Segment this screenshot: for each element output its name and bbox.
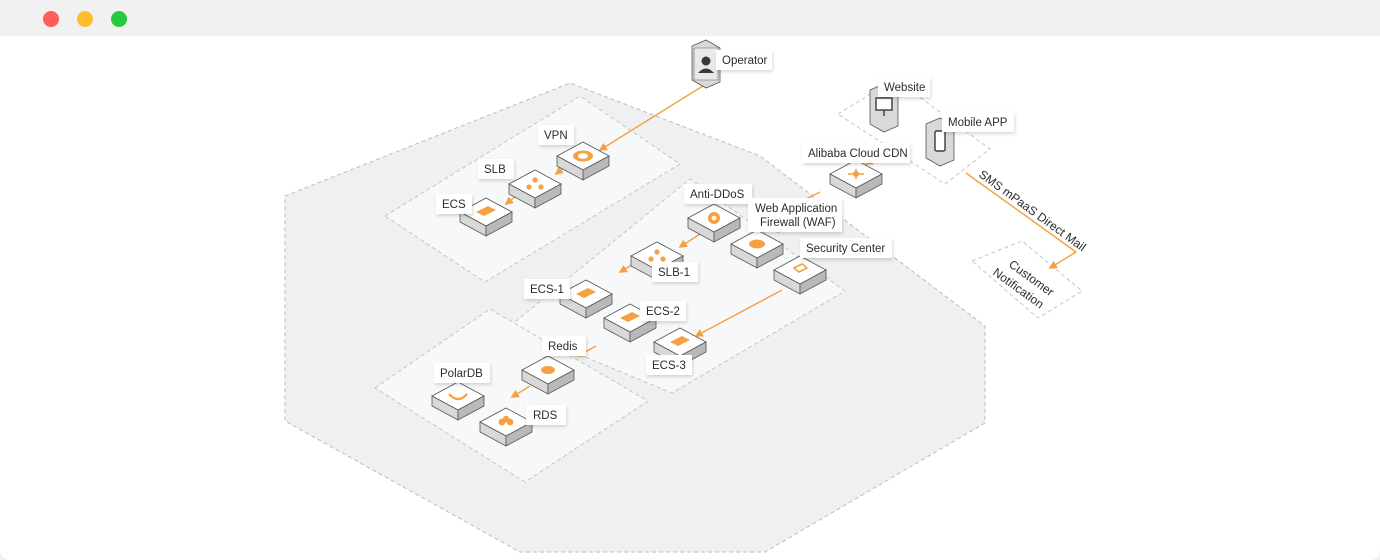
phone-icon [934,130,946,152]
slb1-label: SLB-1 [652,262,698,282]
security-center-label: Security Center [800,238,892,258]
cdn-node[interactable] [829,159,883,199]
anti-ddos-label: Anti-DDoS [684,184,752,204]
redis-to-rds-line [510,385,531,398]
rds-label: RDS [526,405,566,425]
ecs2-label: ECS-2 [640,301,686,321]
notification-channel-label: SMS mPaaS Direct Mail [976,167,1088,254]
website-label: Website [878,77,930,97]
slb-label: SLB [478,159,514,179]
server-icon [476,206,496,216]
mobile-app-label: Mobile APP [942,112,1014,132]
redis-label: Redis [542,336,586,356]
waf-label: Web Application Firewall (WAF) [748,198,842,232]
slb-to-ecs-line [504,195,517,206]
polardb-node[interactable] [431,381,485,421]
labels: Operator Website Mobile APP Alibaba Clou… [434,50,1014,425]
svg-text:VPN: VPN [544,130,568,142]
minimize-button[interactable] [77,11,93,27]
user-icon [698,56,714,73]
polardb-label: PolarDB [434,363,490,383]
anti-ddos-node[interactable] [687,203,741,243]
operator-to-vpn-line [598,83,707,151]
server-icon [620,312,640,322]
svg-text:ECS-2: ECS-2 [646,306,680,318]
slb-node[interactable] [508,169,562,209]
security-icon [792,263,809,273]
nodes [431,39,955,447]
vpn-icon [573,150,593,162]
vpn-node[interactable] [556,141,610,181]
svg-text:Website: Website [884,82,925,94]
close-button[interactable] [43,11,59,27]
network-icon [848,169,864,179]
svg-text:SLB: SLB [484,164,506,176]
load-balancer-icon [526,177,544,190]
mobile-to-notification-line [965,172,1078,269]
database-icon [448,393,468,401]
architecture-diagram: SMS mPaaS Direct Mail Customer Notificat… [284,39,1089,553]
antiddos-to-slb1-line [678,233,701,248]
rds-node[interactable] [479,407,533,447]
svg-text:RDS: RDS [533,410,558,422]
firewall-icon [749,239,765,249]
svg-text:Redis: Redis [548,341,578,353]
svg-text:SLB-1: SLB-1 [658,267,690,279]
ecs1-node[interactable] [559,279,613,319]
svg-text:Mobile APP: Mobile APP [948,117,1008,129]
diagram-canvas: SMS mPaaS Direct Mail Customer Notificat… [0,36,1380,560]
server-icon [670,336,690,346]
svg-text:ECS: ECS [442,199,466,211]
cdn-label: Alibaba Cloud CDN [802,143,910,163]
svg-text:Operator: Operator [722,55,768,67]
svg-text:Alibaba Cloud CDN: Alibaba Cloud CDN [808,148,908,160]
svg-text:ECS-3: ECS-3 [652,360,686,372]
svg-text:PolarDB: PolarDB [440,368,483,380]
svg-text:ECS-1: ECS-1 [530,284,564,296]
ecs1-label: ECS-1 [524,279,570,299]
svg-text:Firewall (WAF): Firewall (WAF) [760,217,836,229]
shield-gear-icon [708,212,720,224]
svg-text:Anti-DDoS: Anti-DDoS [690,189,745,201]
cache-icon [541,366,555,374]
security-to-ecs3-line [694,289,783,337]
operator-node[interactable] [691,39,721,89]
svg-text:Security Center: Security Center [806,243,885,255]
title-bar [0,0,1380,36]
maximize-button[interactable] [111,11,127,27]
load-balancer-icon [648,249,666,262]
redis-node[interactable] [521,355,575,395]
operator-label: Operator [716,50,772,70]
ecs-node[interactable] [459,197,513,237]
waf-node[interactable] [730,229,784,269]
database-icon [498,415,514,426]
security-center-node[interactable] [773,255,827,295]
ecs3-label: ECS-3 [646,355,692,375]
svg-text:Web Application: Web Application [755,203,837,215]
notification-group [971,240,1083,319]
monitor-icon [875,97,893,116]
ecs-label: ECS [436,194,472,214]
server-icon [576,288,596,298]
vpn-label: VPN [538,125,574,145]
